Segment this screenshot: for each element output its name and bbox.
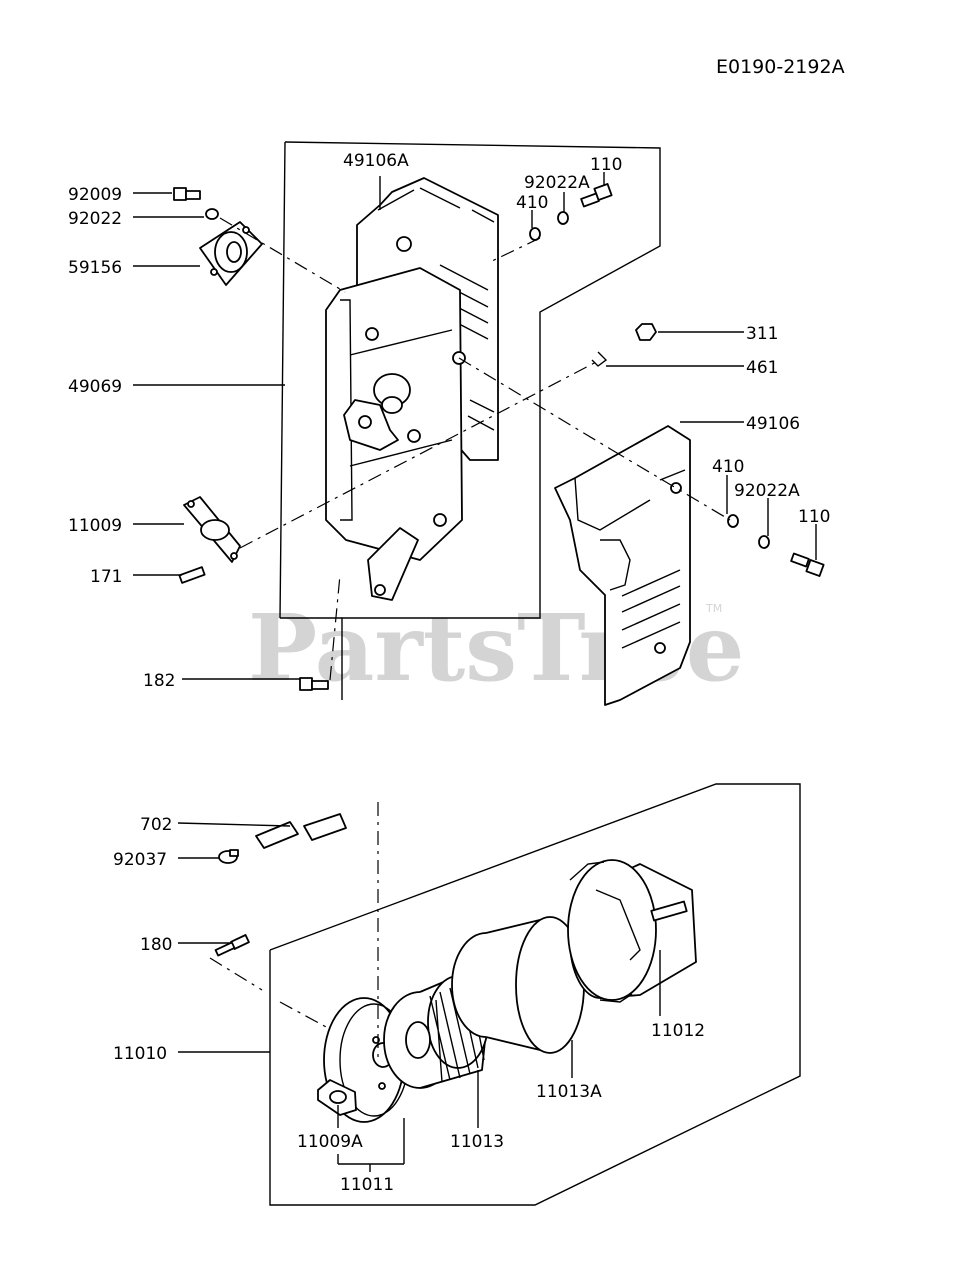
watermark-trademark: TM xyxy=(705,602,722,615)
callout-92022: 92022 xyxy=(68,209,122,229)
callout-410-top: 410 xyxy=(516,193,548,213)
callout-11011: 11011 xyxy=(340,1175,394,1195)
callout-182: 182 xyxy=(143,671,175,691)
breather-hose xyxy=(255,813,347,849)
callout-110-right: 110 xyxy=(798,507,830,527)
clip-461 xyxy=(591,351,608,367)
callout-110-top: 110 xyxy=(590,155,622,175)
muffler-gasket xyxy=(183,496,241,563)
lockwasher-92022A-right xyxy=(758,535,770,549)
bolt-110-top xyxy=(580,183,613,208)
callout-11009: 11009 xyxy=(68,516,122,536)
washer-410-right xyxy=(727,514,739,528)
callout-702: 702 xyxy=(140,815,172,835)
callout-461: 461 xyxy=(746,358,778,378)
air-cleaner-cover xyxy=(567,859,697,1003)
callout-59156: 59156 xyxy=(68,258,122,278)
callout-11010: 11010 xyxy=(113,1044,167,1064)
callout-49106A: 49106A xyxy=(343,151,409,171)
bolt-180 xyxy=(214,934,250,957)
air-cleaner-frame xyxy=(269,783,801,1206)
nut-311 xyxy=(635,323,657,341)
callout-11013A: 11013A xyxy=(536,1082,602,1102)
callout-92022A-right: 92022A xyxy=(734,481,800,501)
washer-92022 xyxy=(205,208,219,220)
callout-92022A-top: 92022A xyxy=(524,173,590,193)
bolt-182 xyxy=(299,677,329,691)
muffler-body xyxy=(325,267,466,601)
callout-171: 171 xyxy=(90,567,122,587)
callout-49106: 49106 xyxy=(746,414,800,434)
callout-311: 311 xyxy=(746,324,778,344)
hose-clamp xyxy=(218,849,239,864)
reference-code: E0190-2192A xyxy=(716,56,845,78)
callout-11009A: 11009A xyxy=(297,1132,363,1152)
callout-410-right: 410 xyxy=(712,457,744,477)
callout-92009: 92009 xyxy=(68,185,122,205)
callout-11013: 11013 xyxy=(450,1132,504,1152)
bolt-110-right xyxy=(790,552,825,577)
callout-11012: 11012 xyxy=(651,1021,705,1041)
callout-180: 180 xyxy=(140,935,172,955)
bolt-92009 xyxy=(173,187,201,201)
callout-49069: 49069 xyxy=(68,377,122,397)
muffler-group-frame-left xyxy=(279,141,286,619)
stud-171 xyxy=(178,566,206,584)
callout-92037: 92037 xyxy=(113,850,167,870)
muffler-flange xyxy=(199,221,263,286)
lockwasher-92022A-top xyxy=(557,211,569,225)
heat-shield-right xyxy=(554,425,691,706)
pre-cleaner xyxy=(451,916,585,1054)
